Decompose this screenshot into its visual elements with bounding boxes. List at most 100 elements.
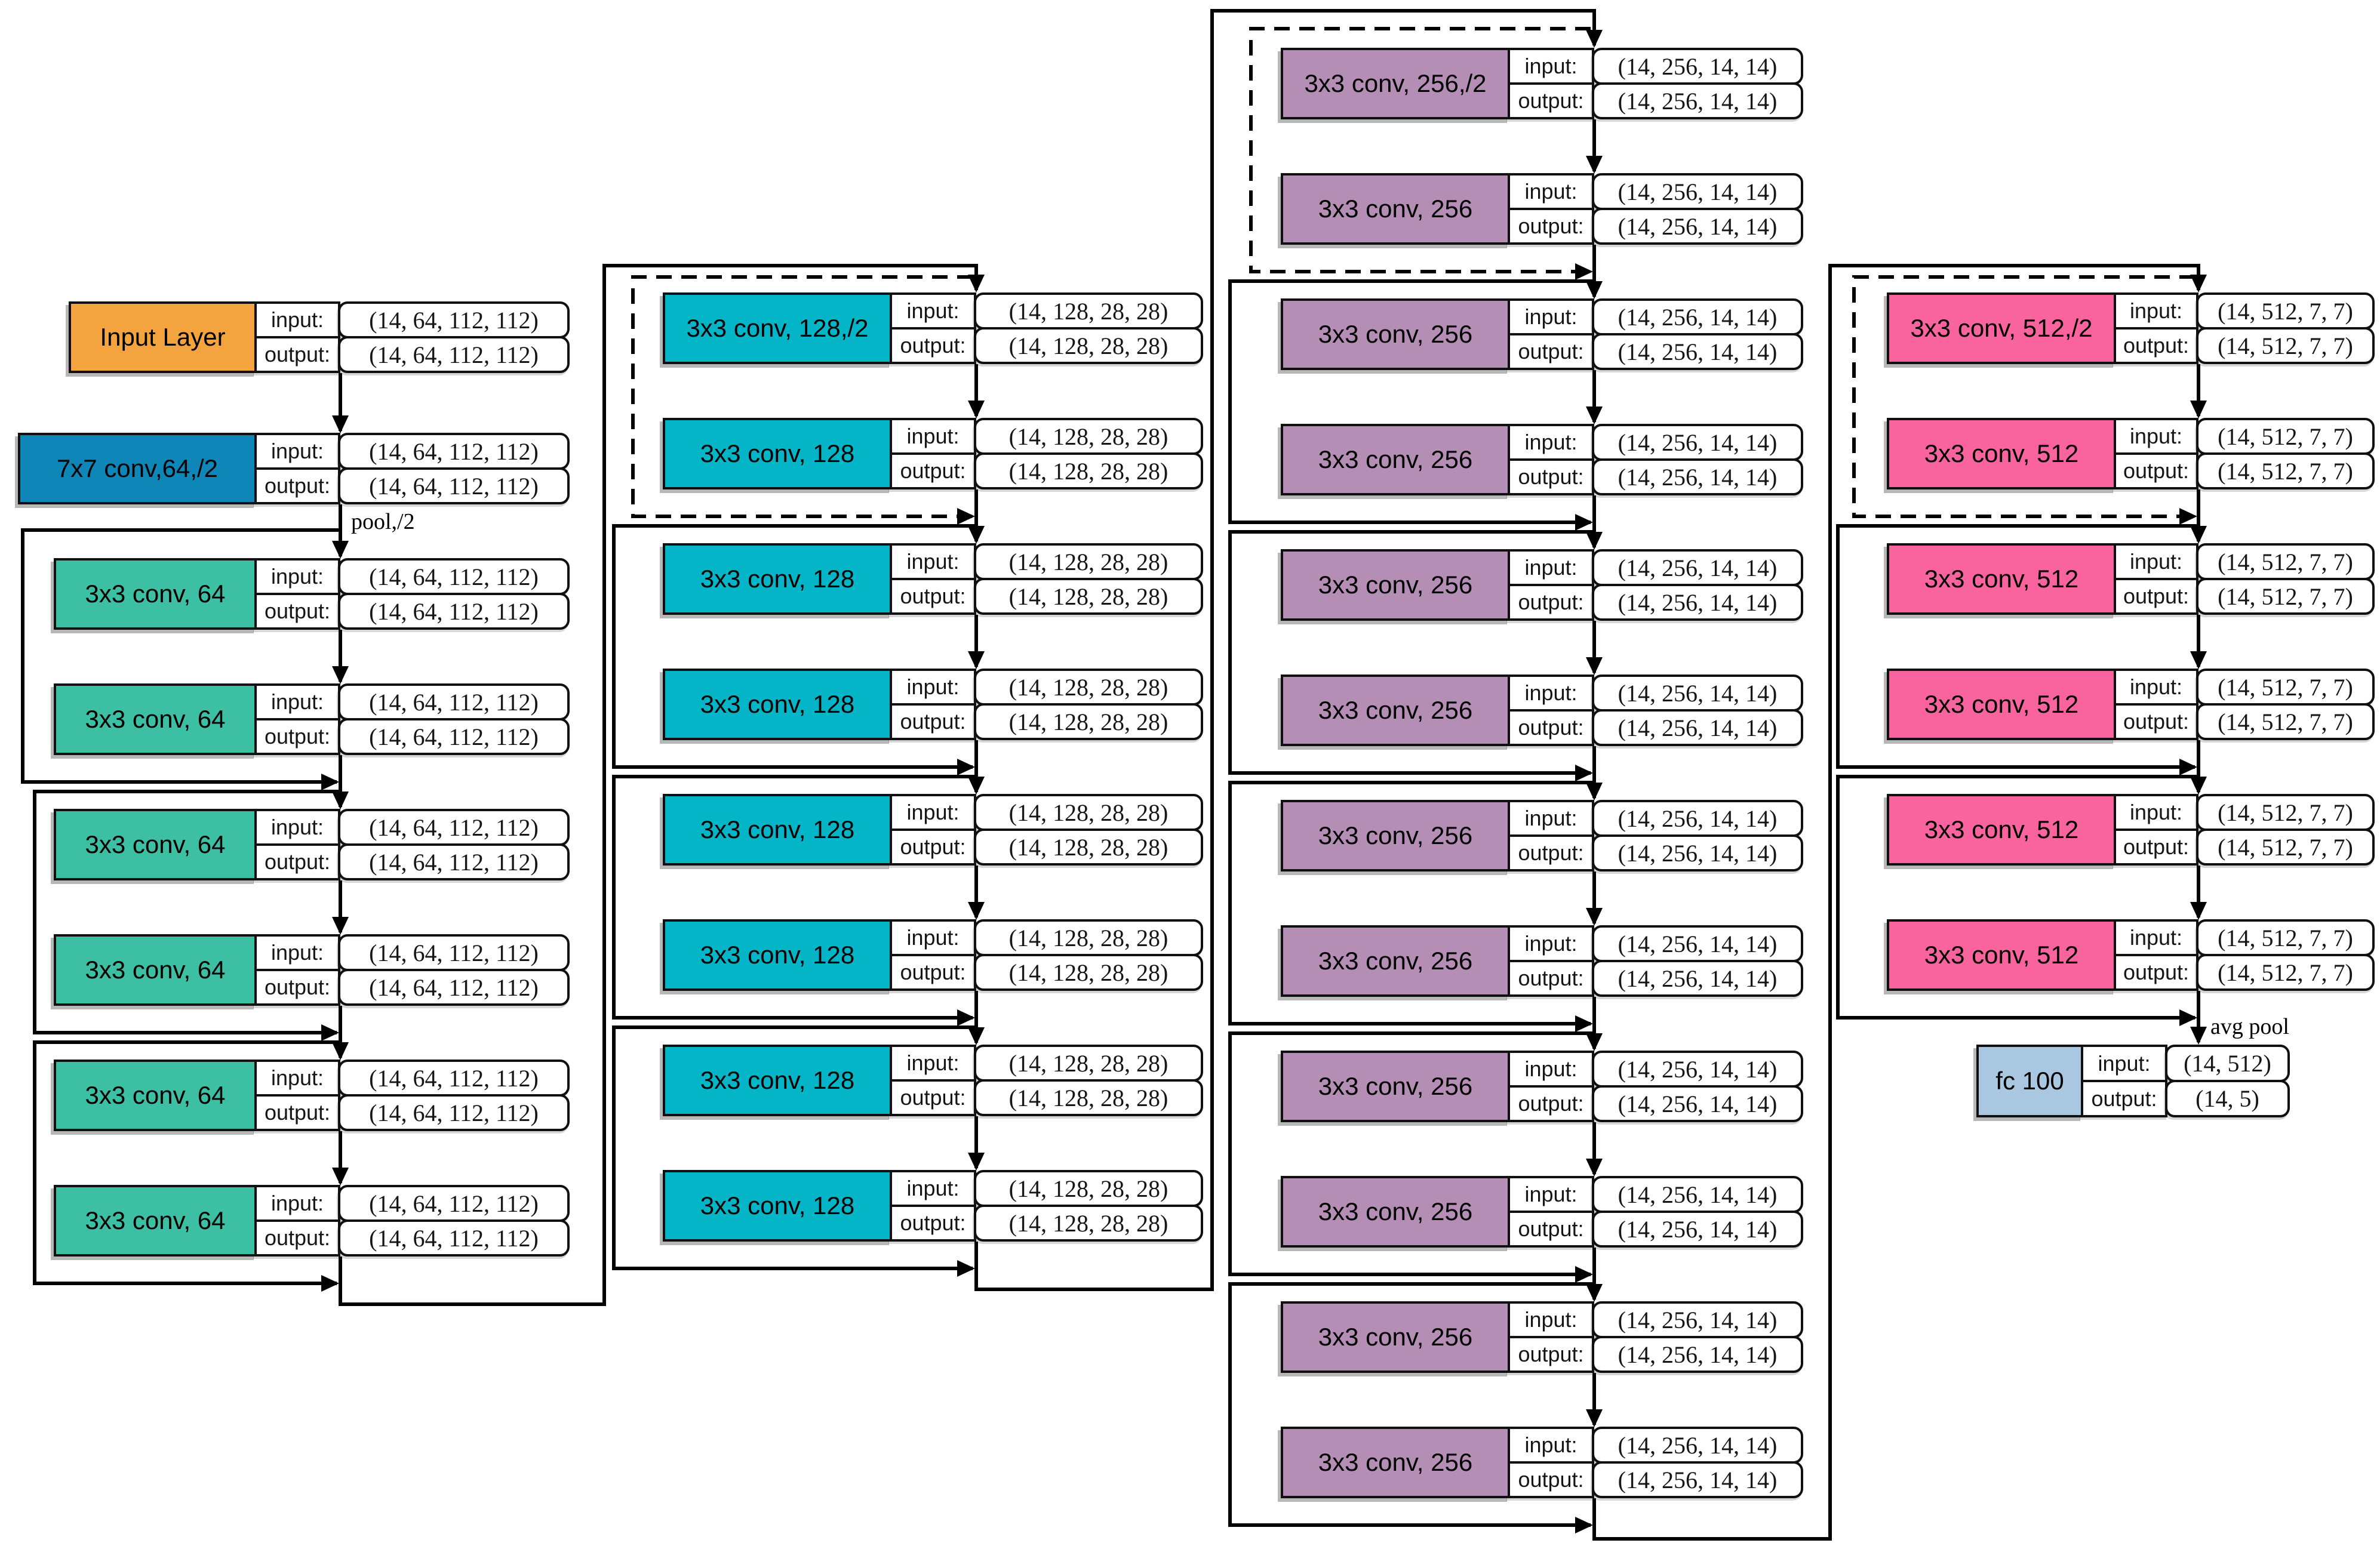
conv-block: 3x3 conv, 512 bbox=[1887, 669, 2116, 740]
io-output-value: (14, 64, 112, 112) bbox=[338, 593, 570, 630]
io-output-value: (14, 128, 28, 28) bbox=[974, 829, 1203, 866]
io-output-label: output: bbox=[2114, 578, 2198, 615]
io-input-label: input: bbox=[1508, 549, 1594, 586]
io-input-value: (14, 128, 28, 28) bbox=[974, 292, 1203, 329]
conv-block: 3x3 conv, 256 bbox=[1281, 173, 1510, 245]
io-input-value: (14, 256, 14, 14) bbox=[1592, 1427, 1803, 1464]
io-output-value: (14, 128, 28, 28) bbox=[974, 327, 1203, 364]
io-input-label: input: bbox=[2114, 794, 2198, 831]
io-output-label: output: bbox=[1508, 208, 1594, 245]
connector-line bbox=[1228, 781, 1594, 1032]
io-output-label: output: bbox=[2114, 829, 2198, 866]
conv-block: 3x3 conv, 128 bbox=[663, 1045, 892, 1116]
io-output-value: (14, 256, 14, 14) bbox=[1592, 709, 1803, 746]
conv-block: fc 100 bbox=[1976, 1045, 2083, 1117]
io-output-value: (14, 64, 112, 112) bbox=[338, 1219, 570, 1256]
connector-line bbox=[21, 528, 340, 790]
connector-line bbox=[339, 264, 985, 1306]
io-output-label: output: bbox=[1508, 1461, 1594, 1498]
conv-block: 3x3 conv, 128 bbox=[663, 418, 892, 489]
io-output-label: output: bbox=[254, 843, 340, 880]
io-input-label: input: bbox=[2114, 919, 2198, 956]
io-output-value: (14, 128, 28, 28) bbox=[974, 703, 1203, 740]
conv-block: 3x3 conv, 128 bbox=[663, 794, 892, 866]
io-input-value: (14, 512, 7, 7) bbox=[2196, 919, 2375, 956]
conv-block: 3x3 conv, 256,/2 bbox=[1281, 48, 1510, 119]
io-output-label: output: bbox=[890, 1205, 976, 1242]
io-input-value: (14, 64, 112, 112) bbox=[338, 301, 570, 338]
io-input-value: (14, 128, 28, 28) bbox=[974, 543, 1203, 580]
io-output-label: output: bbox=[890, 954, 976, 991]
connector-line bbox=[1228, 530, 1594, 781]
io-output-value: (14, 128, 28, 28) bbox=[974, 1079, 1203, 1116]
connector-line bbox=[33, 1040, 340, 1292]
io-input-label: input: bbox=[1508, 675, 1594, 712]
connector-line bbox=[612, 524, 976, 775]
io-output-label: output: bbox=[890, 703, 976, 740]
conv-block: 3x3 conv, 64 bbox=[54, 809, 257, 880]
conv-block: 3x3 conv, 256 bbox=[1281, 1427, 1510, 1498]
io-output-label: output: bbox=[254, 969, 340, 1006]
io-output-value: (14, 512, 7, 7) bbox=[2196, 829, 2375, 866]
io-input-label: input: bbox=[254, 1185, 340, 1222]
io-output-label: output: bbox=[254, 467, 340, 504]
io-input-value: (14, 64, 112, 112) bbox=[338, 809, 570, 846]
conv-block: 3x3 conv, 512 bbox=[1887, 794, 2116, 866]
connector-line bbox=[612, 1025, 976, 1277]
io-output-value: (14, 256, 14, 14) bbox=[1592, 458, 1803, 495]
io-input-value: (14, 256, 14, 14) bbox=[1592, 549, 1803, 586]
conv-block: 3x3 conv, 256 bbox=[1281, 675, 1510, 746]
conv-block: 3x3 conv, 256 bbox=[1281, 1176, 1510, 1248]
io-input-value: (14, 256, 14, 14) bbox=[1592, 675, 1803, 712]
io-input-value: (14, 512) bbox=[2165, 1045, 2290, 1082]
io-output-label: output: bbox=[890, 829, 976, 866]
io-output-label: output: bbox=[254, 718, 340, 755]
io-output-label: output: bbox=[890, 327, 976, 364]
io-input-label: input: bbox=[2114, 292, 2198, 329]
io-output-value: (14, 128, 28, 28) bbox=[974, 452, 1203, 489]
io-output-label: output: bbox=[1508, 1336, 1594, 1373]
io-input-label: input: bbox=[254, 934, 340, 971]
io-output-value: (14, 256, 14, 14) bbox=[1592, 1336, 1803, 1373]
connector-line bbox=[1228, 1282, 1594, 1533]
connector-line bbox=[1836, 524, 2198, 775]
conv-block: Input Layer bbox=[69, 301, 257, 373]
io-output-value: (14, 512, 7, 7) bbox=[2196, 452, 2375, 489]
skip-connection-dashed bbox=[1249, 27, 1593, 280]
io-input-value: (14, 128, 28, 28) bbox=[974, 1045, 1203, 1082]
io-input-label: input: bbox=[1508, 925, 1594, 962]
io-output-value: (14, 256, 14, 14) bbox=[1592, 82, 1803, 119]
io-output-value: (14, 512, 7, 7) bbox=[2196, 954, 2375, 991]
conv-block: 3x3 conv, 256 bbox=[1281, 298, 1510, 370]
io-output-label: output: bbox=[254, 1094, 340, 1131]
io-output-value: (14, 128, 28, 28) bbox=[974, 1205, 1203, 1242]
io-output-value: (14, 512, 7, 7) bbox=[2196, 703, 2375, 740]
conv-block: 3x3 conv, 64 bbox=[54, 934, 257, 1006]
io-output-value: (14, 256, 14, 14) bbox=[1592, 1461, 1803, 1498]
io-input-label: input: bbox=[2114, 418, 2198, 455]
io-input-label: input: bbox=[254, 809, 340, 846]
io-input-label: input: bbox=[890, 1170, 976, 1207]
io-output-value: (14, 128, 28, 28) bbox=[974, 954, 1203, 991]
io-output-label: output: bbox=[1508, 834, 1594, 871]
conv-block: 3x3 conv, 64 bbox=[54, 1185, 257, 1256]
connector-line bbox=[1228, 1031, 1594, 1283]
connector-line bbox=[1592, 264, 2207, 1541]
io-input-value: (14, 64, 112, 112) bbox=[338, 1185, 570, 1222]
conv-block: 3x3 conv, 256 bbox=[1281, 1301, 1510, 1373]
io-input-value: (14, 256, 14, 14) bbox=[1592, 424, 1803, 461]
connector-line bbox=[1836, 775, 2198, 1026]
io-input-label: input: bbox=[1508, 298, 1594, 335]
io-input-value: (14, 256, 14, 14) bbox=[1592, 1301, 1803, 1338]
io-input-value: (14, 256, 14, 14) bbox=[1592, 48, 1803, 85]
io-output-label: output: bbox=[1508, 458, 1594, 495]
pool-label: pool,/2 bbox=[351, 509, 415, 534]
conv-block: 3x3 conv, 256 bbox=[1281, 1051, 1510, 1122]
io-input-value: (14, 256, 14, 14) bbox=[1592, 1176, 1803, 1213]
io-output-label: output: bbox=[2114, 703, 2198, 740]
io-output-value: (14, 256, 14, 14) bbox=[1592, 960, 1803, 997]
io-input-value: (14, 256, 14, 14) bbox=[1592, 173, 1803, 210]
io-output-label: output: bbox=[1508, 333, 1594, 370]
io-input-value: (14, 128, 28, 28) bbox=[974, 1170, 1203, 1207]
io-input-label: input: bbox=[1508, 48, 1594, 85]
